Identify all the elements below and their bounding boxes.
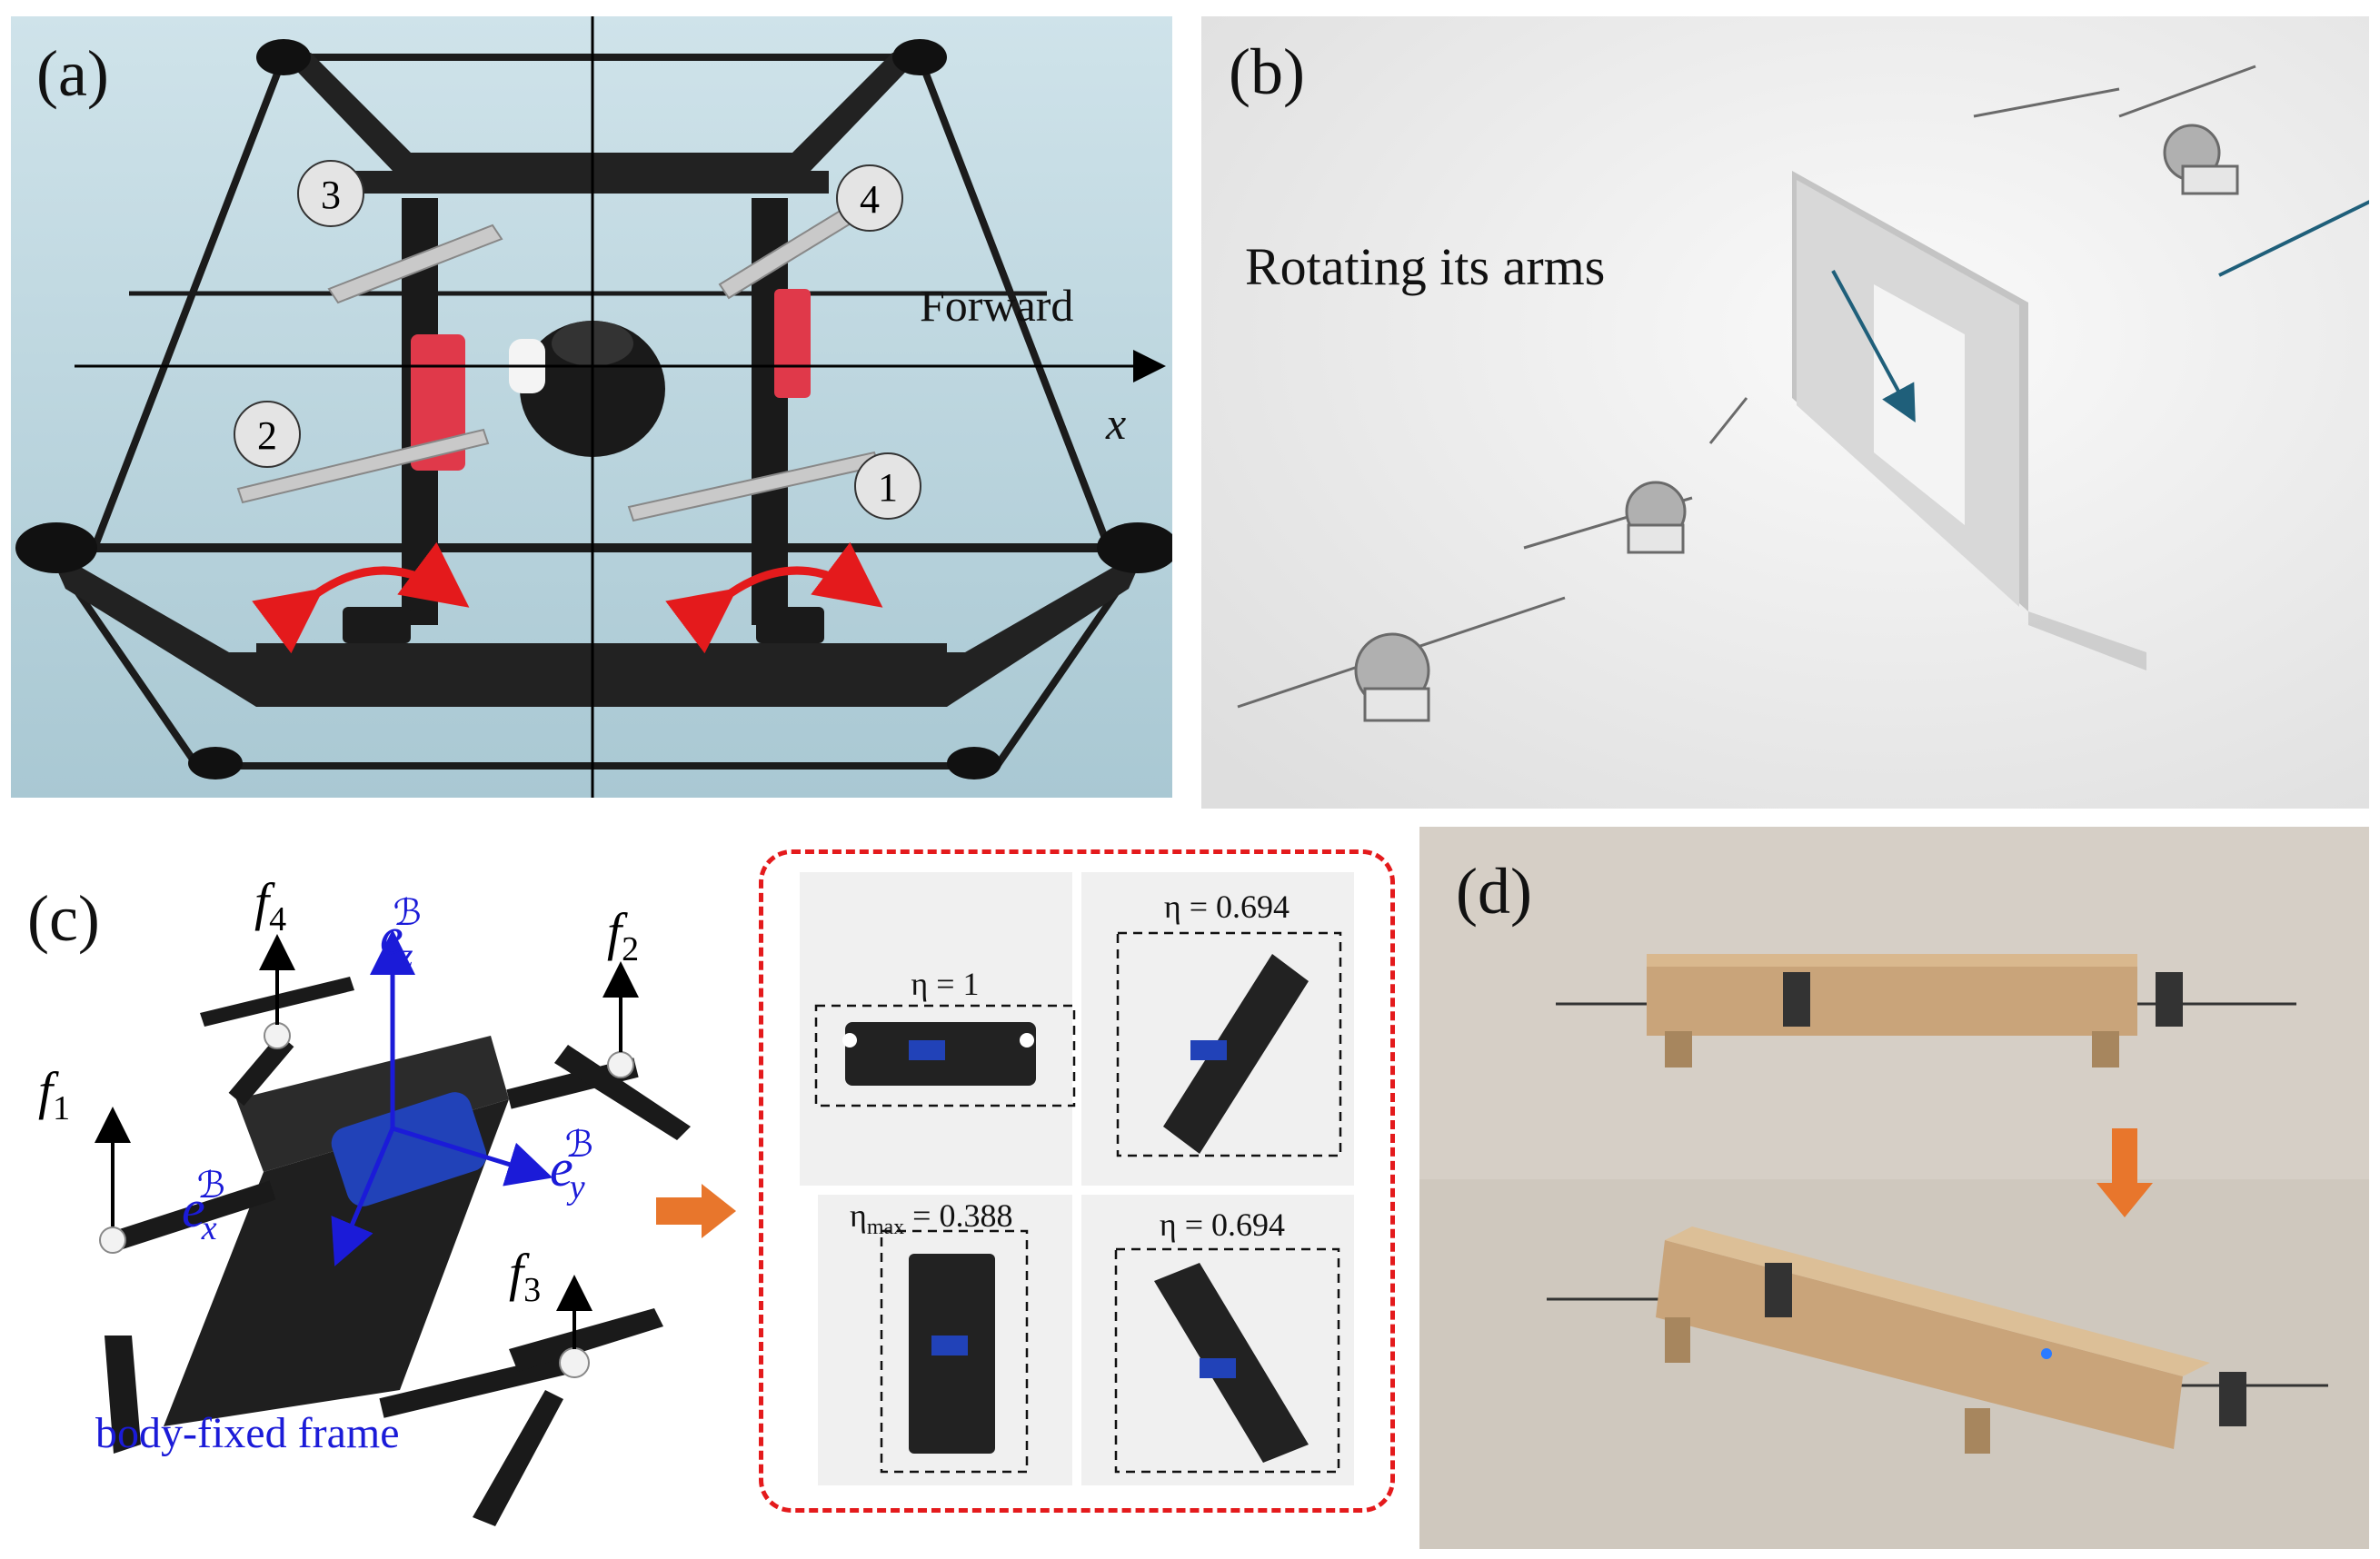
rotor-2-label: 2	[257, 413, 277, 458]
rotor-3-circle	[297, 160, 364, 227]
f4-label: f4	[254, 872, 286, 938]
drone-sequence	[1237, 65, 2256, 722]
propellers	[105, 977, 691, 1526]
config-2-photo	[1081, 872, 1354, 1186]
f3-label: f3	[509, 1243, 541, 1309]
ez-subscript: z	[399, 937, 413, 975]
config-3-eta-subscript: max	[867, 1216, 904, 1239]
orange-arrow-right	[656, 1184, 736, 1238]
rotor-labels: 1 2 3 4	[234, 160, 921, 520]
f1-subscript: 1	[53, 1089, 70, 1127]
force-arrows	[95, 934, 639, 1349]
panel-c-configs: η = 1 η = 0.694 ηmax = 0.388 η = 0.694	[759, 849, 1395, 1513]
annotation-arrow-1	[1831, 270, 1916, 423]
config-1-box	[814, 1004, 1076, 1107]
rotating-arms-annotation: Rotating its arms	[1245, 237, 1606, 296]
panel-b-label: (b)	[1229, 35, 1305, 108]
panel-b: (b) Rotating its arms	[1201, 16, 2369, 809]
config-2-eta: η = 0.694	[1164, 889, 1290, 925]
config-4-box	[1114, 1247, 1340, 1474]
config-drones	[842, 954, 1309, 1463]
panel-d: (d)	[1419, 827, 2369, 1549]
f4-subscript: 4	[269, 900, 286, 938]
ey-axis-arrow	[392, 1126, 553, 1187]
ez-label: ezℬ	[380, 892, 422, 975]
f2-subscript: 2	[622, 930, 639, 968]
ey-subscript: y	[566, 1168, 585, 1206]
ex-subscript: x	[201, 1209, 217, 1247]
rotor-3-label: 3	[321, 173, 341, 217]
ey-superscript: ℬ	[565, 1124, 593, 1165]
body-frame-axes	[331, 929, 553, 1266]
drone-level	[1556, 954, 2296, 1067]
ez-symbol: e	[380, 907, 403, 966]
f3-subscript: 3	[523, 1271, 541, 1309]
rotor-1-circle	[854, 452, 921, 520]
ey-symbol: e	[550, 1138, 573, 1197]
rotor-2-circle	[234, 401, 301, 468]
panel-c-drawing: f4 f2 f1 f3 ezℬ exℬ eyℬ	[38, 872, 736, 1526]
x-axis-label: x	[1105, 398, 1126, 449]
panel-c-label: (c)	[27, 882, 100, 955]
rotor-1-label: 1	[878, 465, 898, 510]
config-3-eta-symbol: η	[850, 1197, 867, 1234]
panel-a-label: (a)	[36, 37, 109, 110]
panel-b-drawing	[1201, 16, 2369, 809]
frame-axis-labels: ezℬ exℬ eyℬ	[182, 892, 593, 1247]
body-fixed-frame-caption: body-fixed frame	[95, 1409, 400, 1457]
ex-axis-arrow	[331, 1127, 395, 1266]
config-3-eta: ηmax = 0.388	[850, 1197, 1012, 1239]
panel-d-label: (d)	[1456, 855, 1532, 928]
config-4-eta: η = 0.694	[1160, 1206, 1285, 1243]
corner-pads	[15, 39, 1172, 780]
config-2-box	[1116, 931, 1342, 1157]
config-3-box	[880, 1229, 1029, 1474]
annotation-arrow-2	[2218, 200, 2369, 277]
f1-label: f1	[38, 1061, 70, 1127]
drone-frame	[44, 54, 1150, 770]
f2-label: f2	[607, 902, 639, 968]
ex-superscript: ℬ	[197, 1165, 225, 1206]
bounding-boxes	[814, 931, 1342, 1474]
ey-label: eyℬ	[550, 1124, 593, 1206]
ex-label: exℬ	[182, 1165, 225, 1247]
forward-label: Forward	[920, 280, 1073, 331]
drone-rotated	[1547, 1226, 2328, 1454]
rotor-4-circle	[836, 164, 903, 232]
ez-superscript: ℬ	[393, 892, 422, 933]
config-1-eta: η = 1	[911, 966, 979, 1002]
configs-drawing: η = 1 η = 0.694 ηmax = 0.388 η = 0.694	[800, 872, 1354, 1485]
rotation-arrows	[252, 541, 883, 654]
config-3-eta-value: = 0.388	[904, 1197, 1012, 1234]
ex-symbol: e	[182, 1179, 205, 1238]
panel-a: Forward x 1 2 3 4 (a)	[11, 16, 1172, 798]
orange-arrow-down	[2096, 1128, 2153, 1217]
panel-d-drawing	[1419, 827, 2369, 1549]
panel-a-drawing: Forward x 1 2 3 4	[11, 16, 1172, 798]
rotor-4-label: 4	[860, 177, 880, 222]
panel-c-drone: f4 f2 f1 f3 ezℬ exℬ eyℬ (c) body-fixed f…	[0, 827, 736, 1554]
